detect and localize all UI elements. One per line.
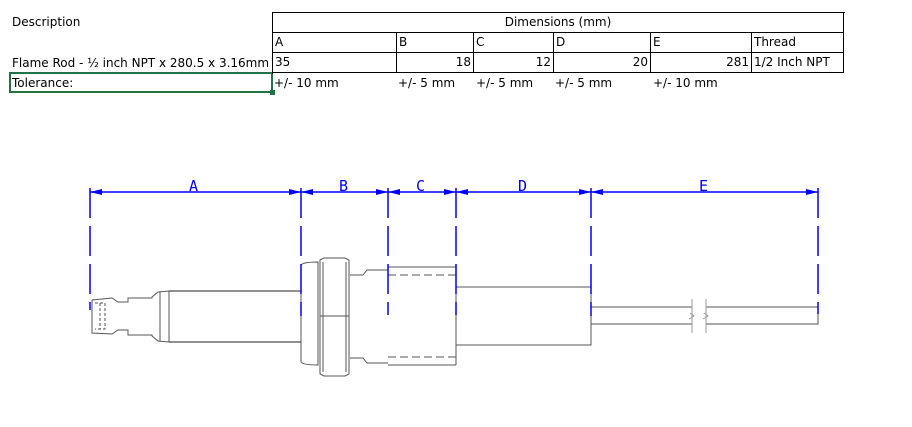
description-label: Description [12, 15, 81, 29]
header-a[interactable]: A [273, 33, 397, 53]
header-c[interactable]: C [474, 33, 554, 53]
item-description[interactable]: Flame Rod - ½ inch NPT x 280.5 x 3.16mm [12, 56, 270, 70]
dimension-lines [89, 188, 819, 316]
value-e[interactable]: 281 [651, 53, 752, 73]
selected-cell[interactable] [9, 72, 275, 95]
dim-label-a: A [189, 177, 198, 195]
tolerance-label[interactable]: Tolerance: [12, 76, 74, 90]
value-c[interactable]: 12 [474, 53, 554, 73]
tolerance-c[interactable]: +/- 5 mm [476, 76, 534, 90]
header-thread[interactable]: Thread [752, 33, 844, 53]
header-b[interactable]: B [397, 33, 474, 53]
header-e[interactable]: E [651, 33, 752, 53]
part-outline [91, 257, 819, 377]
extension-lines [89, 188, 819, 316]
dimensions-table: Dimensions (mm) A B C D E Thread 35 18 1… [272, 12, 845, 74]
dim-label-e: E [699, 177, 708, 195]
dimension-arrows [90, 189, 818, 195]
header-d[interactable]: D [554, 33, 651, 53]
dim-label-b: B [339, 177, 348, 195]
tolerance-a[interactable]: +/- 10 mm [274, 76, 339, 90]
dim-label-c: C [416, 177, 425, 195]
table-title[interactable]: Dimensions (mm) [273, 13, 844, 33]
dim-label-d: D [518, 177, 527, 195]
tolerance-e[interactable]: +/- 10 mm [653, 76, 718, 90]
value-thread[interactable]: 1/2 Inch NPT [752, 53, 844, 73]
value-d[interactable]: 20 [554, 53, 651, 73]
value-a[interactable]: 35 [273, 53, 397, 73]
tolerance-d[interactable]: +/- 5 mm [555, 76, 613, 90]
tolerance-b[interactable]: +/- 5 mm [398, 76, 456, 90]
value-b[interactable]: 18 [397, 53, 474, 73]
